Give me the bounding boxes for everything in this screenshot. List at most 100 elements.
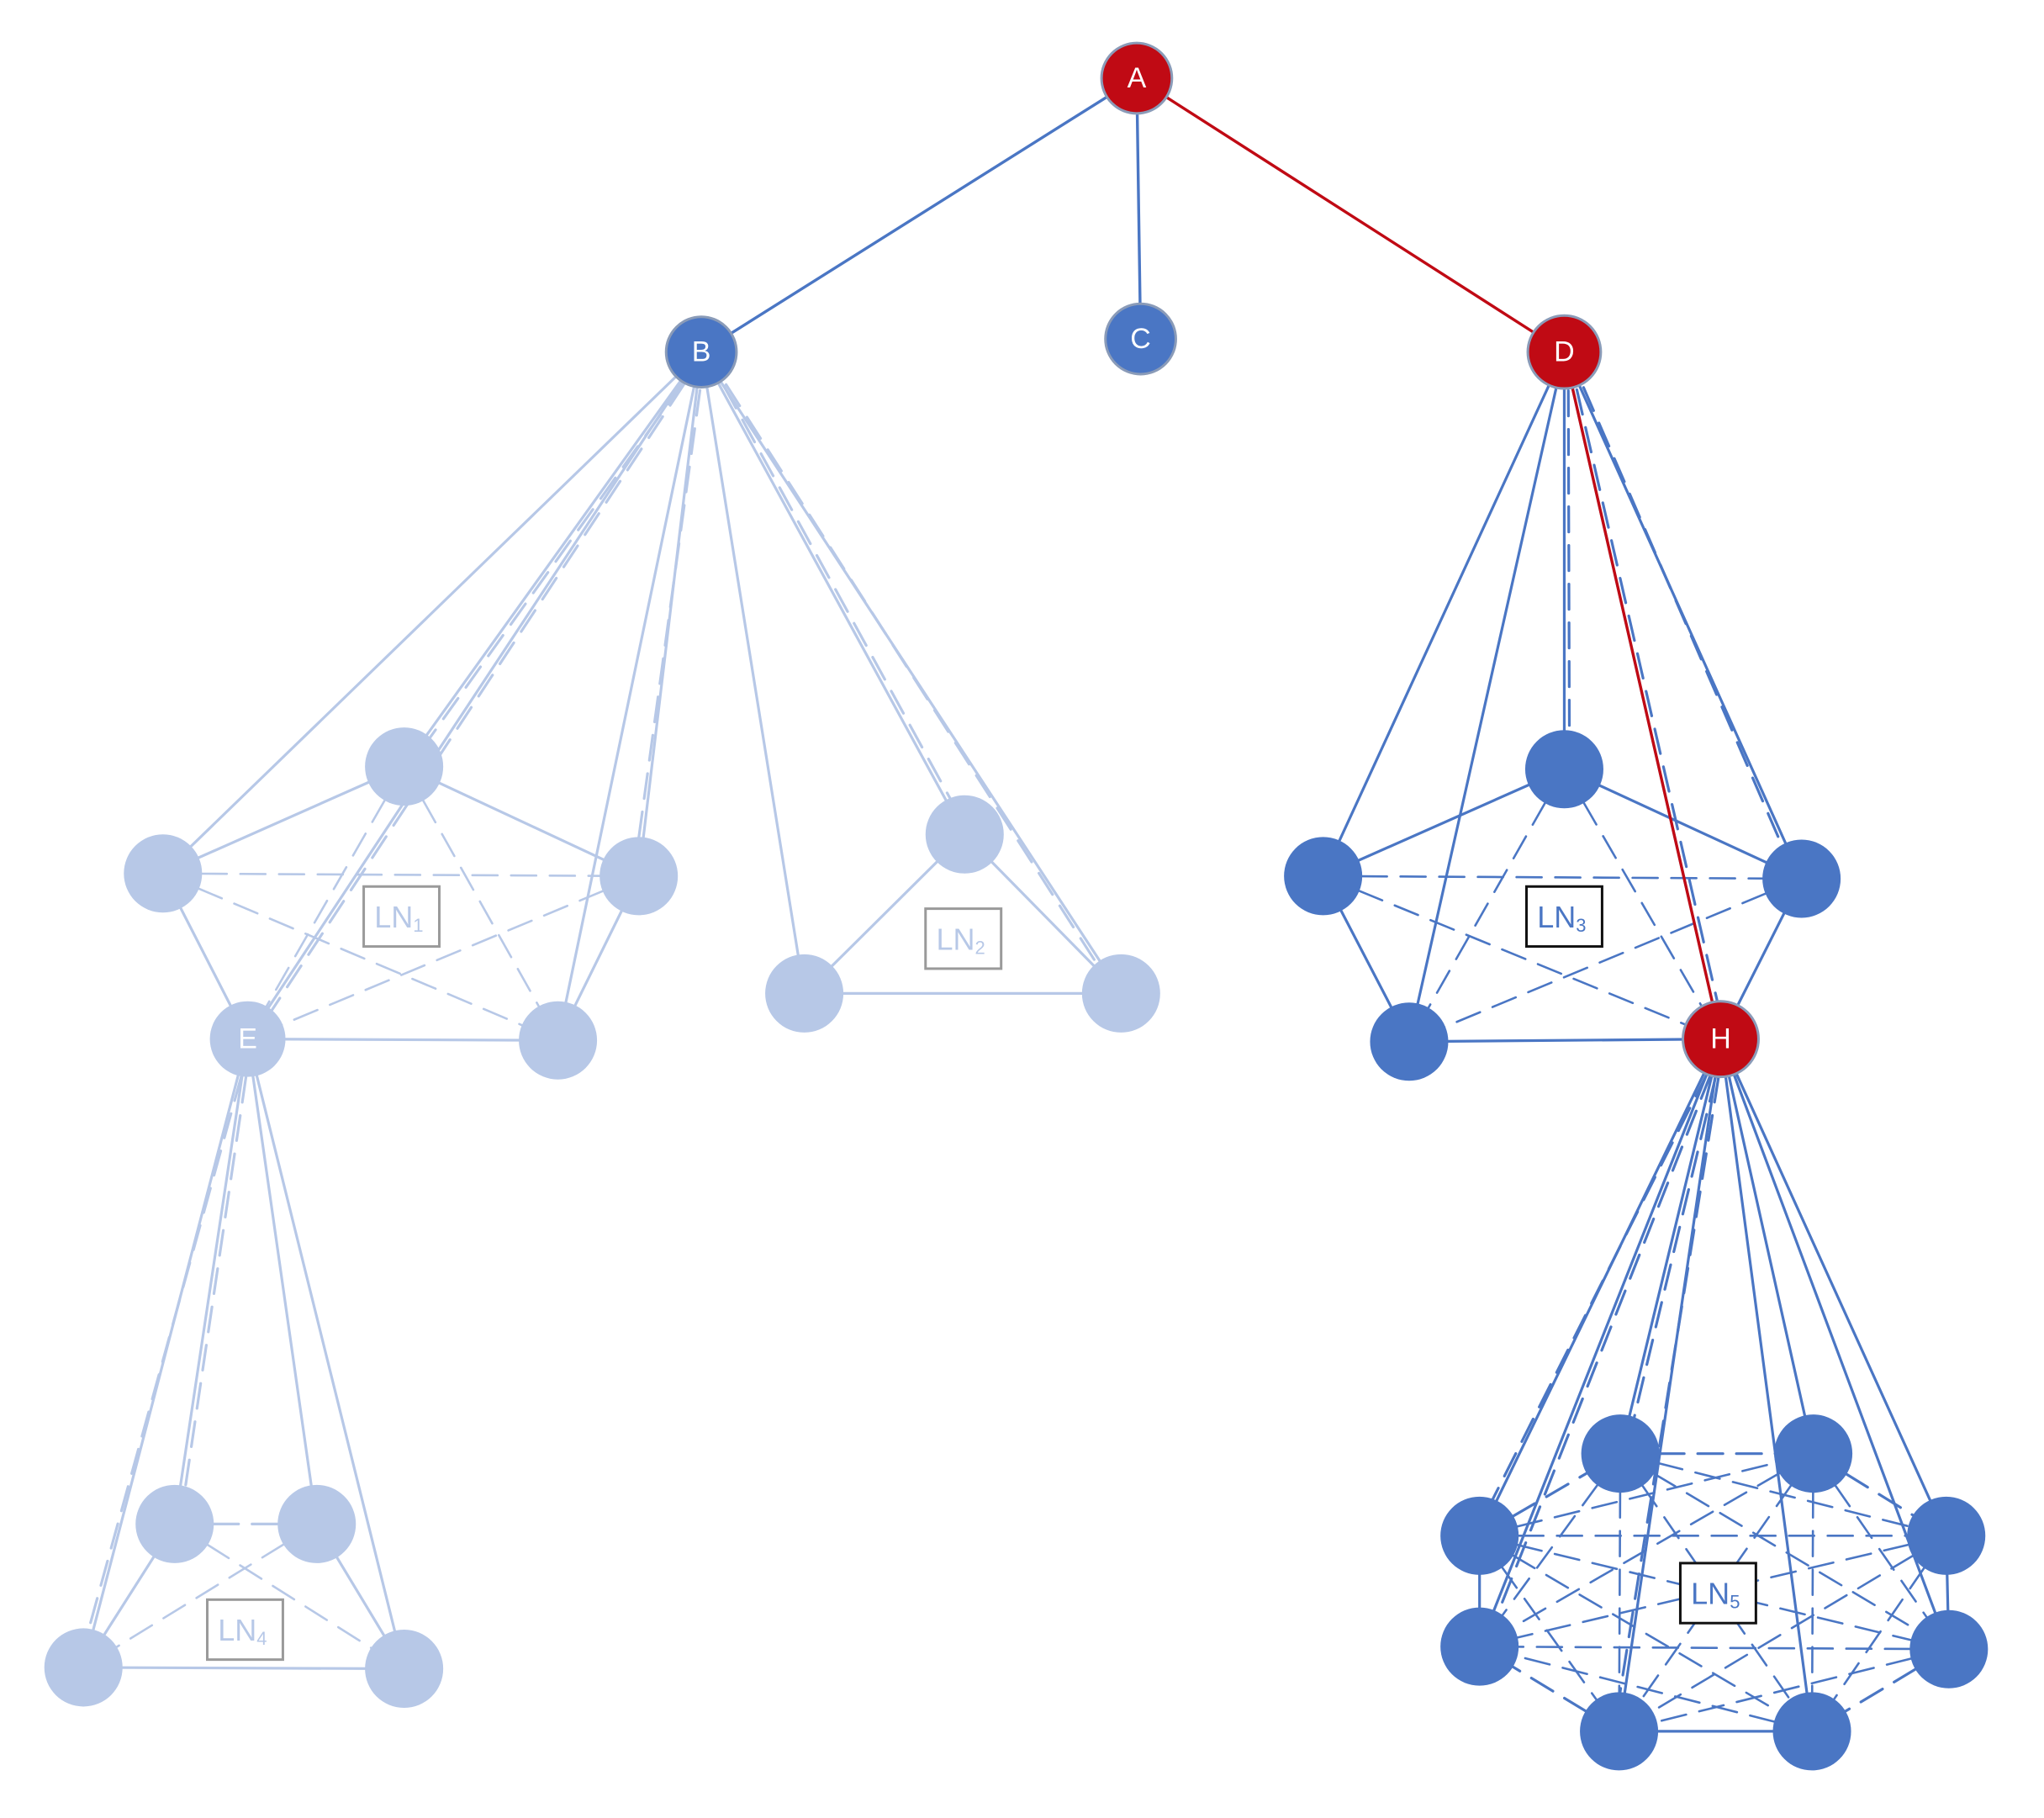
mesh-edge-ln1 bbox=[246, 1038, 560, 1042]
member-node-ln5[interactable] bbox=[1907, 1496, 1986, 1575]
hub-edge-ln4 bbox=[246, 1038, 406, 1671]
hub-edge-ln5 bbox=[1719, 1038, 1815, 1456]
mesh-dashed-edge-ln1 bbox=[161, 872, 559, 1042]
mesh-dashed-edge-ln3 bbox=[1408, 768, 1566, 1044]
hub-dashed-edge-ln2 bbox=[704, 351, 972, 836]
member-node-ln5[interactable] bbox=[1909, 1609, 1989, 1689]
member-node-ln3[interactable] bbox=[1370, 1002, 1449, 1081]
mesh-dashed-edge-ln5 bbox=[1619, 1452, 1951, 1651]
mesh-edge-ln1 bbox=[161, 765, 406, 875]
hub-dashed-edge-ln3 bbox=[1566, 351, 1798, 880]
member-node-ln4[interactable] bbox=[135, 1484, 214, 1563]
mesh-dashed-edge-ln5 bbox=[1810, 1452, 1814, 1733]
node-e[interactable] bbox=[209, 1001, 286, 1077]
node-c[interactable] bbox=[1104, 302, 1177, 376]
tree-edge-a-b bbox=[700, 77, 1138, 354]
mesh-dashed-edge-ln3 bbox=[1408, 877, 1803, 1044]
member-node-ln1[interactable] bbox=[124, 834, 203, 913]
group-label-subscript: 4 bbox=[256, 1627, 267, 1648]
hub-dashed-edge-ln3 bbox=[1566, 351, 1728, 1041]
group-label-subscript: 2 bbox=[975, 937, 985, 958]
hub-dashed-edge-ln5 bbox=[1612, 1038, 1726, 1733]
node-a[interactable] bbox=[1100, 41, 1174, 115]
group-label-text: LN bbox=[936, 922, 974, 956]
member-node-ln2[interactable] bbox=[1081, 954, 1160, 1033]
hub-edge-ln2 bbox=[700, 351, 806, 995]
mesh-dashed-edge-ln5 bbox=[1478, 1452, 1622, 1648]
member-node-ln1[interactable] bbox=[519, 1001, 598, 1080]
mesh-edge-ln1 bbox=[403, 765, 641, 878]
mesh-edge-ln3 bbox=[1322, 768, 1566, 878]
member-node-ln5[interactable] bbox=[1774, 1414, 1853, 1493]
group-label-ln1: LN1 bbox=[374, 899, 423, 935]
group-label-ln4: LN4 bbox=[218, 1612, 267, 1648]
member-node-ln4[interactable] bbox=[365, 1629, 444, 1709]
node-label-a: A bbox=[1128, 62, 1147, 94]
mesh-dashed-edge-ln5 bbox=[1618, 1647, 1951, 1733]
member-node-ln3[interactable] bbox=[1762, 839, 1841, 918]
node-label-e: E bbox=[238, 1023, 257, 1055]
member-node-ln4[interactable] bbox=[44, 1628, 123, 1707]
member-node-ln5[interactable] bbox=[1440, 1607, 1519, 1686]
member-node-ln5[interactable] bbox=[1772, 1692, 1851, 1771]
mesh-dashed-edge-ln5 bbox=[1618, 1452, 1622, 1733]
group-label-subscript: 3 bbox=[1576, 914, 1586, 935]
hub-edge-ln5 bbox=[1478, 1038, 1723, 1648]
node-label-c: C bbox=[1130, 323, 1151, 355]
mesh-dashed-edge-ln1 bbox=[246, 765, 405, 1040]
member-node-ln5[interactable] bbox=[1580, 1692, 1659, 1771]
member-node-ln1[interactable] bbox=[365, 727, 444, 806]
node-label-h: H bbox=[1710, 1023, 1731, 1055]
hub-edge-ln5 bbox=[1719, 1038, 1814, 1733]
mesh-dashed-edge-ln5 bbox=[1478, 1535, 1620, 1733]
group-label-text: LN bbox=[1537, 899, 1576, 933]
hub-edge-ln1 bbox=[637, 351, 703, 878]
mesh-dashed-edge-ln1 bbox=[246, 875, 640, 1040]
mesh-edge-ln3 bbox=[1562, 768, 1804, 880]
node-d[interactable] bbox=[1526, 314, 1603, 390]
tree-edge-a-d bbox=[1135, 77, 1566, 354]
mesh-dashed-edge-ln5 bbox=[1478, 1645, 1951, 1651]
hub-dashed-edge-ln2 bbox=[704, 351, 1117, 995]
member-node-ln1[interactable] bbox=[599, 837, 679, 916]
group-label-box-ln4 bbox=[206, 1598, 284, 1662]
mesh-dashed-edge-ln4 bbox=[173, 1523, 405, 1670]
node-b[interactable] bbox=[664, 315, 738, 388]
member-node-ln5[interactable] bbox=[1581, 1414, 1660, 1493]
member-node-ln5[interactable] bbox=[1440, 1496, 1519, 1575]
group-label-ln5: LN5 bbox=[1691, 1576, 1740, 1612]
member-node-ln2[interactable] bbox=[925, 795, 1004, 874]
mesh-dashed-edge-ln5 bbox=[1618, 1535, 1948, 1733]
mesh-dashed-edge-ln5 bbox=[1478, 1452, 1814, 1537]
member-node-ln4[interactable] bbox=[277, 1484, 357, 1563]
member-node-ln3[interactable] bbox=[1284, 837, 1363, 916]
member-node-ln2[interactable] bbox=[765, 954, 844, 1033]
hub-edge-ln3 bbox=[1322, 351, 1566, 878]
group-label-text: LN bbox=[374, 899, 413, 933]
member-node-ln3[interactable] bbox=[1524, 730, 1603, 809]
node-label-b: B bbox=[692, 336, 711, 368]
highlight-path-edge-d-h bbox=[1562, 350, 1723, 1041]
hub-edge-ln1 bbox=[246, 351, 703, 1041]
hub-edge-ln4 bbox=[173, 1038, 250, 1525]
tree-edge-a-c bbox=[1135, 77, 1143, 341]
hub-edge-ln1 bbox=[403, 351, 703, 769]
group-label-box-ln2 bbox=[924, 907, 1003, 970]
hub-dashed-edge-ln5 bbox=[1483, 1038, 1726, 1648]
group-label-text: LN bbox=[218, 1612, 256, 1646]
group-label-ln2: LN2 bbox=[936, 922, 985, 958]
hub-dashed-edge-ln4 bbox=[178, 1038, 253, 1525]
hub-dashed-edge-ln5 bbox=[1472, 1038, 1726, 1537]
hub-edge-ln2 bbox=[700, 351, 966, 836]
node-h[interactable] bbox=[1682, 1000, 1760, 1079]
group-label-ln3: LN3 bbox=[1537, 899, 1586, 935]
group-label-subscript: 5 bbox=[1730, 1591, 1740, 1612]
group-label-box-ln1 bbox=[362, 885, 441, 949]
node-label-d: D bbox=[1554, 336, 1575, 368]
edges-layer bbox=[77, 77, 1951, 1733]
hub-edge-ln3 bbox=[1408, 351, 1566, 1044]
mesh-dashed-edge-ln4 bbox=[82, 1523, 319, 1669]
hub-edge-ln2 bbox=[700, 351, 1122, 995]
mesh-dashed-edge-ln3 bbox=[1563, 768, 1722, 1040]
hub-edge-ln5 bbox=[1719, 1038, 1948, 1537]
